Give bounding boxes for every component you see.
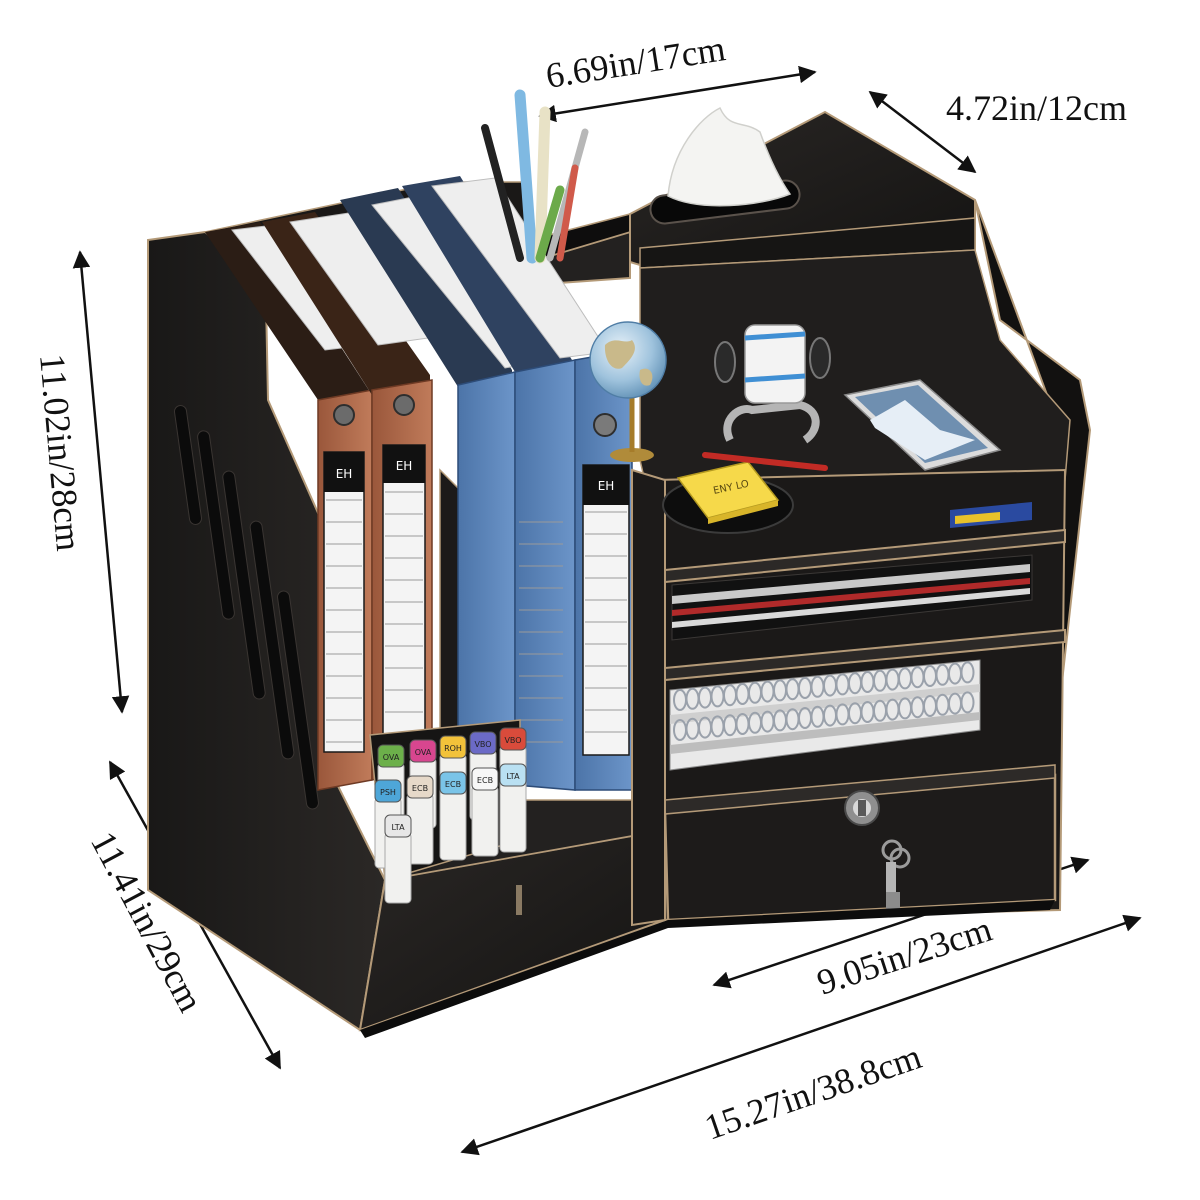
marker-label: OVA — [415, 748, 432, 757]
brown-binder-2: EH — [262, 211, 433, 781]
globe-icon — [589, 321, 667, 462]
marker-label: LTA — [506, 772, 520, 781]
marker-label: ECB — [445, 780, 461, 789]
arrow-top-width — [538, 65, 817, 123]
arrow-total-width — [460, 914, 1142, 1156]
arrow-top-depth — [868, 90, 977, 174]
binder-label-1: EH — [336, 467, 353, 481]
smartphone-icon — [843, 379, 1002, 471]
marker: LTA — [499, 763, 527, 853]
marker: LTA — [384, 814, 412, 904]
tissue — [667, 106, 792, 207]
magazines — [671, 502, 1033, 641]
sticky-notes: ENY LO — [662, 461, 794, 534]
dimension-arrows — [72, 65, 1142, 1156]
label-total-width: 15.27in/38.8cm — [700, 1036, 927, 1147]
label-drawer-width: 9.05in/23cm — [812, 909, 996, 1003]
pens — [481, 89, 589, 264]
binder-label-stripes — [326, 491, 627, 743]
card-file — [714, 324, 831, 444]
binder-label-2: EH — [396, 459, 413, 473]
marker-label: OVA — [383, 753, 400, 762]
marker: ECB — [471, 767, 499, 857]
label-top-depth: 4.72in/12cm — [946, 88, 1127, 128]
binder-label-4: EH — [598, 479, 615, 493]
markers: OVA OVA ROH VBO VBO PSH ECB ECB ECB LTA LTA — [374, 727, 527, 904]
marker-label: ECB — [412, 784, 428, 793]
center-divider — [631, 468, 666, 927]
label-top-width: 6.69in/17cm — [543, 28, 728, 96]
base-slot — [516, 885, 522, 915]
arrow-height — [72, 250, 130, 714]
notebook-spiral — [673, 661, 975, 741]
marker-label: VBO — [504, 736, 521, 745]
drawer-lock — [844, 790, 880, 826]
marker-label: ECB — [477, 776, 493, 785]
marker: ECB — [439, 771, 467, 861]
desk-organizer: EH EH EH EH — [147, 89, 1092, 1038]
marker-label: PSH — [380, 788, 396, 797]
marker-label: ROH — [444, 744, 462, 753]
red-pen — [702, 452, 828, 471]
side-vent-slots — [173, 405, 319, 810]
label-height: 11.02in/28cm — [32, 352, 89, 552]
marker-label: LTA — [391, 823, 405, 832]
marker-label: VBO — [474, 740, 491, 749]
marker: ECB — [406, 775, 434, 865]
